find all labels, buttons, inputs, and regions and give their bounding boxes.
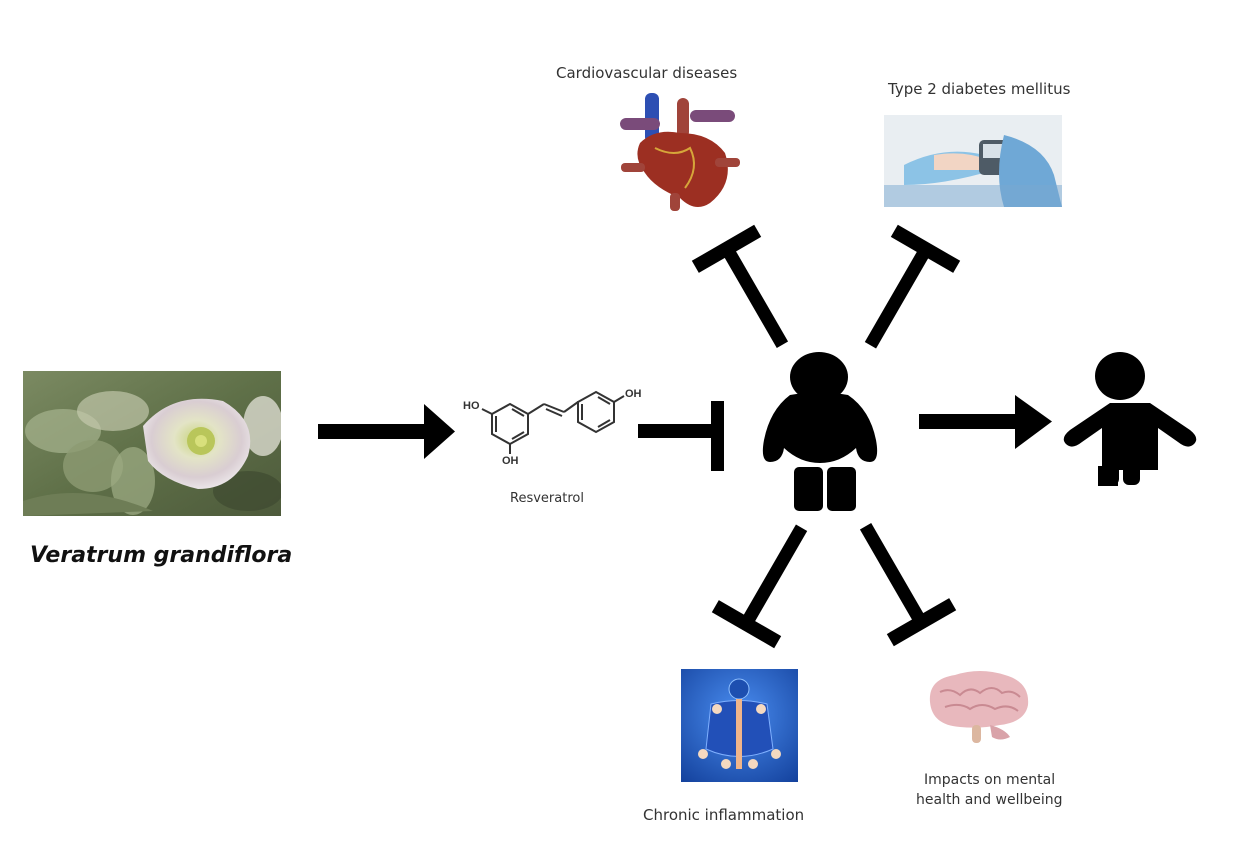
spine-icon: [681, 669, 798, 782]
veratrum-photo: [23, 371, 281, 516]
resveratrol-structure: HO OH OH: [460, 380, 660, 475]
heart-icon: [620, 93, 740, 211]
molecule-icon: [481, 390, 625, 454]
hydroxyl-label-right: OH: [625, 388, 642, 400]
obese-child-icon: [762, 352, 878, 511]
inflammation-label: Chronic inflammation: [643, 806, 805, 824]
hydroxyl-label-bottom: OH: [502, 455, 519, 467]
spine-image: [681, 669, 798, 782]
source-plant-label: Veratrum grandiflora: [30, 543, 293, 568]
glucose-meter-image: [884, 115, 1062, 207]
inhibit-subject-to-mental: [859, 523, 957, 647]
arrow-source-to-compound: [318, 404, 455, 459]
inhibit-subject-to-inflammation: [711, 524, 808, 649]
flower-photo-icon: [23, 371, 281, 516]
glucose-meter-icon: [884, 115, 1062, 207]
hydroxyl-label-left: HO: [463, 400, 480, 412]
healthy-child-icon: [1063, 352, 1197, 486]
mental-health-label-line1: Impacts on mental: [924, 772, 1056, 788]
heart-image: [615, 88, 745, 213]
mental-health-label-line2: health and wellbeing: [916, 792, 1063, 808]
inhibit-subject-to-cardiovascular: [691, 224, 789, 348]
arrow-subject-to-outcome: [919, 395, 1052, 449]
brain-icon: [929, 671, 1029, 743]
inhibit-subject-to-diabetes: [864, 224, 961, 349]
cardiovascular-label: Cardiovascular diseases: [556, 64, 738, 82]
compound-label: Resveratrol: [510, 491, 584, 506]
brain-image: [920, 667, 1035, 747]
diabetes-label: Type 2 diabetes mellitus: [888, 80, 1071, 98]
